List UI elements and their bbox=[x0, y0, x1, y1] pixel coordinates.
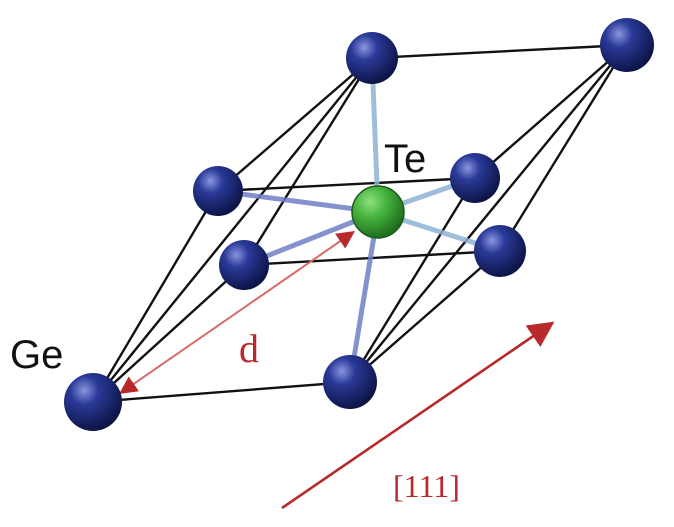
cell-edge bbox=[92, 264, 245, 403]
cell-edge bbox=[371, 43, 628, 60]
te-label: Te bbox=[384, 137, 426, 181]
distance-label: d bbox=[239, 326, 259, 371]
ge-atom bbox=[600, 18, 654, 72]
cell-edge bbox=[217, 57, 373, 192]
cell-edge bbox=[91, 190, 220, 403]
ge-atoms bbox=[64, 18, 654, 431]
ge-label: Ge bbox=[10, 333, 63, 377]
cell-edges bbox=[91, 43, 629, 404]
direction-111-arrow bbox=[281, 321, 555, 510]
cell-edge bbox=[498, 44, 629, 252]
ge-atom bbox=[219, 240, 269, 290]
ge-atom-origin bbox=[64, 373, 122, 431]
direction-111-label: [111] bbox=[393, 468, 460, 504]
ge-atom bbox=[474, 225, 526, 277]
cell-edge bbox=[349, 44, 628, 383]
cell-edge bbox=[242, 57, 374, 266]
distance-arrow bbox=[119, 230, 355, 395]
cell-edge bbox=[217, 176, 476, 193]
bond-te-left-upper bbox=[217, 188, 379, 215]
cell-edge bbox=[349, 250, 501, 383]
ge-atom bbox=[193, 166, 243, 216]
te-atom bbox=[351, 185, 405, 239]
cell-edge bbox=[348, 177, 477, 383]
cell-edge bbox=[474, 44, 628, 179]
ge-atom bbox=[450, 153, 500, 203]
ge-atom bbox=[323, 355, 377, 409]
ge-atom bbox=[346, 32, 398, 84]
